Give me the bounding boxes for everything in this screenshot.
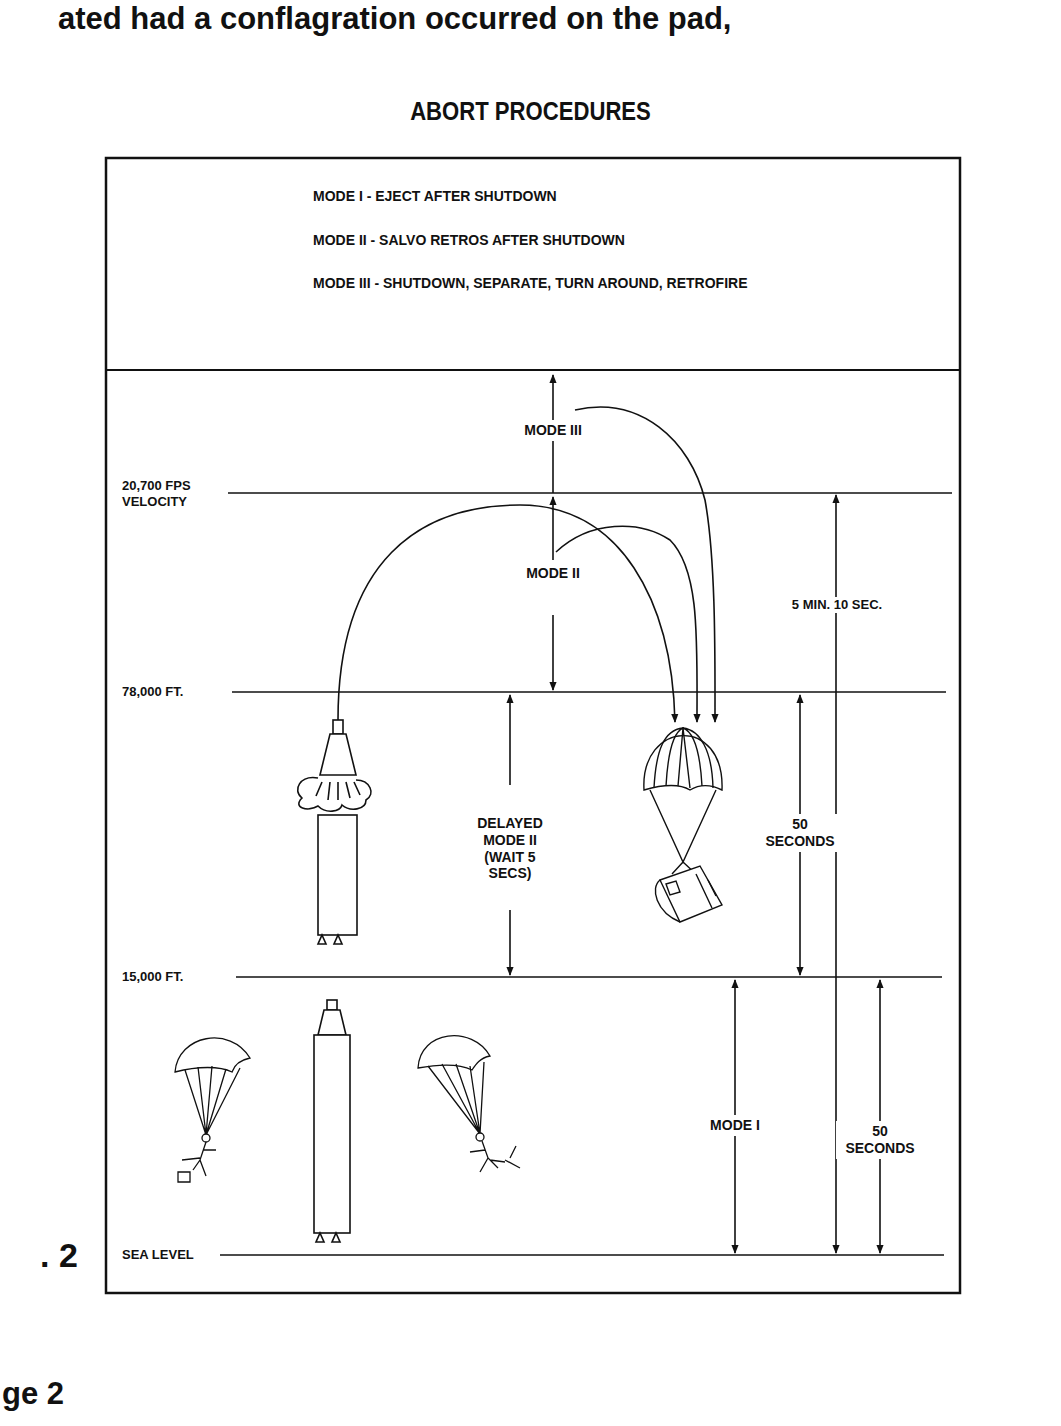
mode-label: MODE II bbox=[518, 563, 588, 584]
diagram-title: ABORT PROCEDURES bbox=[80, 96, 982, 127]
altitude-lines bbox=[220, 493, 952, 1255]
booster bbox=[318, 815, 357, 944]
frame bbox=[106, 158, 960, 1293]
page-number-fragment: . 2 bbox=[40, 1235, 100, 1276]
trajectories bbox=[338, 407, 715, 722]
duration-label: 50 SECONDS bbox=[836, 1121, 924, 1159]
altitude-label: 15,000 FT. bbox=[122, 969, 234, 985]
duration-label: 5 MIN. 10 SEC. bbox=[772, 597, 902, 613]
mode-label: DELAYED MODE II (WAIT 5 SECS) bbox=[462, 813, 558, 884]
crew-parachutes bbox=[175, 1036, 520, 1182]
mode-definition: MODE III - SHUTDOWN, SEPARATE, TURN AROU… bbox=[313, 275, 783, 293]
mode-definition: MODE I - EJECT AFTER SHUTDOWN bbox=[313, 188, 783, 206]
altitude-label: 78,000 FT. bbox=[122, 684, 230, 700]
altitude-label: SEA LEVEL bbox=[122, 1247, 218, 1263]
escape-rocket bbox=[298, 720, 371, 811]
mode-label: MODE I bbox=[700, 1115, 770, 1136]
velocity-label: 20,700 FPS VELOCITY bbox=[122, 478, 227, 509]
mode-label: MODE III bbox=[508, 420, 598, 441]
dimension-arrows bbox=[510, 375, 880, 1253]
divider bbox=[106, 369, 960, 371]
mode-definition: MODE II - SALVO RETROS AFTER SHUTDOWN bbox=[313, 232, 783, 250]
page-text: ated had a conflagration occurred on the… bbox=[58, 0, 1058, 37]
mode-legend-box: MODE I - EJECT AFTER SHUTDOWN MODE II - S… bbox=[108, 160, 958, 368]
capsule-parachute bbox=[644, 728, 722, 922]
duration-label: 50 SECONDS bbox=[756, 814, 844, 852]
page-label-fragment: ge 2 bbox=[2, 1375, 102, 1412]
launch-vehicle bbox=[314, 1000, 350, 1242]
